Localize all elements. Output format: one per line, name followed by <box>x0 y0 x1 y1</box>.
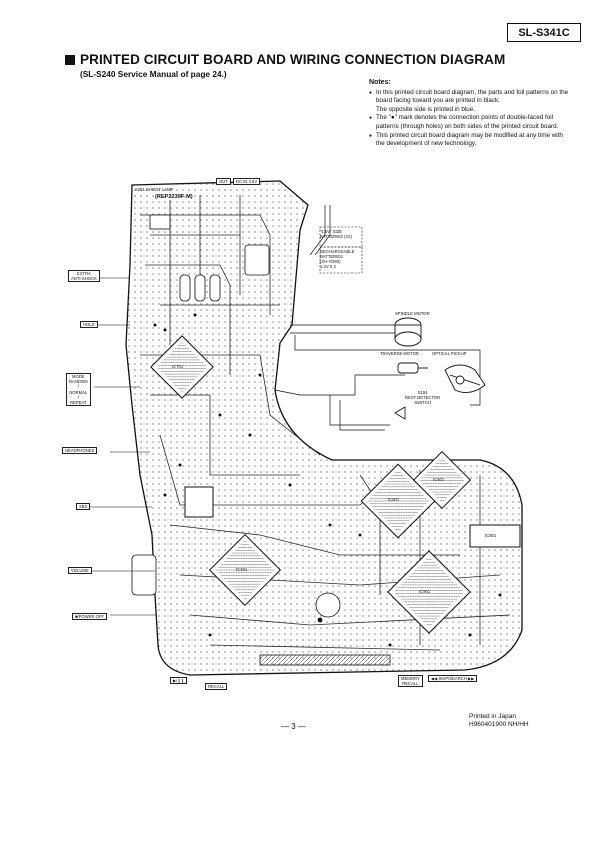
play-pause-label: ▶/❙❙ <box>170 677 188 685</box>
traverse-motor-label: TRAVERSE MOTOR <box>380 351 419 356</box>
batteries-label: "1.5V" SIZE BATTERIES (X2) <box>320 229 353 239</box>
extra-anti-shock-label: EXTRA ANTI-SHOCK <box>68 270 100 283</box>
ic-label: IC501 <box>433 477 445 482</box>
model-number: SL-S341C <box>518 26 570 39</box>
page-subtitle: (SL-S240 Service Manual of page 24.) <box>80 69 227 79</box>
pcb-diagram: S201 SHOOT LAMP (REP2239F-M) OUT DC IN 4… <box>60 175 540 695</box>
print-code: H960401900 NH/HH <box>469 721 529 729</box>
through-holes <box>153 313 502 647</box>
rest-switch-label: S104 REST DETECTOR SWITCH <box>405 390 441 405</box>
label-leaders <box>88 277 156 616</box>
notes-section: Notes: In this printed circuit board dia… <box>369 79 569 149</box>
traverse-motor <box>397 362 428 374</box>
hold-label: HOLD <box>80 321 98 329</box>
printed-in: Printed in Japan <box>469 713 516 720</box>
rechargeable-label: RECHARGEABLE BATTERIES (SH-YD80) 1.2V X … <box>320 249 355 269</box>
note-item: In this printed circuit board diagram, t… <box>369 89 569 106</box>
battery-box <box>319 226 363 274</box>
bass-label: XBS <box>76 503 91 511</box>
dc-in-label: DC IN 4.5V <box>233 178 261 186</box>
recall-label: RECALL <box>205 683 228 691</box>
title-square-bullet <box>65 54 75 65</box>
print-info: Printed in Japan H960401900 NH/HH <box>469 713 529 730</box>
spindle-motor-label: SPINDLE MOTOR <box>395 311 430 316</box>
spindle-motor <box>394 317 422 347</box>
out-jack-label: OUT <box>216 178 231 186</box>
external-wiring <box>274 205 481 431</box>
notes-heading: Notes: <box>369 79 391 86</box>
ic-label: IC901 <box>419 589 431 594</box>
page-title: PRINTED CIRCUIT BOARD AND WIRING CONNECT… <box>65 52 505 67</box>
ic-chips <box>150 335 521 634</box>
note-item: The "●" mark denotes the connection poin… <box>369 114 569 131</box>
power-off-label: ■/POWER OFF <box>72 613 108 621</box>
rest-switch <box>394 406 406 420</box>
part-number: (REP2239F-M) <box>155 194 193 200</box>
note-sub-item: The opposite side is printed in blue. <box>376 105 476 113</box>
headphones-label: HEADPHONES <box>62 447 98 455</box>
model-number-box: SL-S341C <box>507 23 581 42</box>
ic-label: IC801 <box>485 533 497 538</box>
page-title-text: PRINTED CIRCUIT BOARD AND WIRING CONNECT… <box>80 52 506 67</box>
ic-label: IC701 <box>172 364 184 369</box>
optical-pickup-label: OPTICAL PICKUP <box>432 351 467 356</box>
components <box>131 214 391 666</box>
ic-label: IC401 <box>236 567 248 572</box>
ic-label: IC601 <box>388 497 400 502</box>
page-number: — 3 — <box>281 722 306 731</box>
optical-pickup <box>444 364 486 394</box>
note-item: This printed circuit board diagram may b… <box>369 132 569 149</box>
pcb-drawing <box>88 180 523 676</box>
s201-label: S201 SHOOT LAMP <box>135 187 174 192</box>
skip-search-label: ◀◀ SKIP/SEARCH ▶▶ <box>428 675 478 683</box>
memory-recall-label: MEMORY RECALL <box>398 675 423 688</box>
volume-label: VOLUME <box>68 567 92 575</box>
mode-label: MODE RANDOM / NORMAL / REPEAT <box>66 373 91 407</box>
